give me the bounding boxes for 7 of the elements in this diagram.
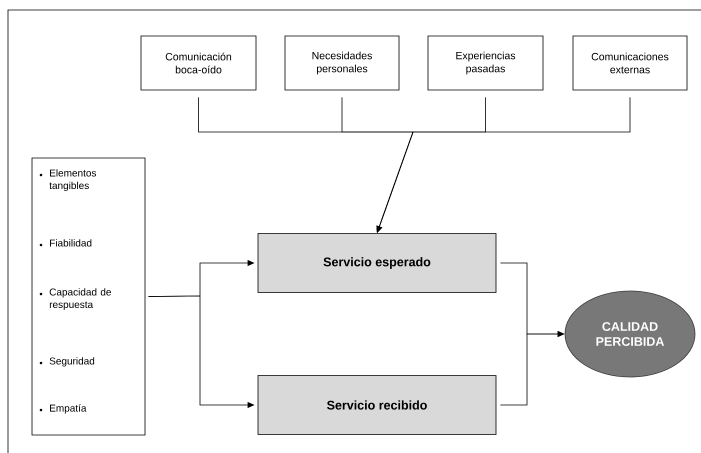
factor-box: Comunicaciones externas [572, 36, 688, 90]
factor-box: Comunicación boca-oído [140, 36, 256, 90]
factor-box: Experiencias pasadas [428, 36, 544, 90]
service-box: Servicio esperado [258, 233, 496, 293]
factor-box: Necesidades personales [284, 36, 400, 90]
dimension-list-box: Elementos tangibles Fiabilidad Capacidad de respuesta Seguridad Empatía [32, 158, 146, 436]
service-box: Servicio recibido [258, 375, 496, 435]
